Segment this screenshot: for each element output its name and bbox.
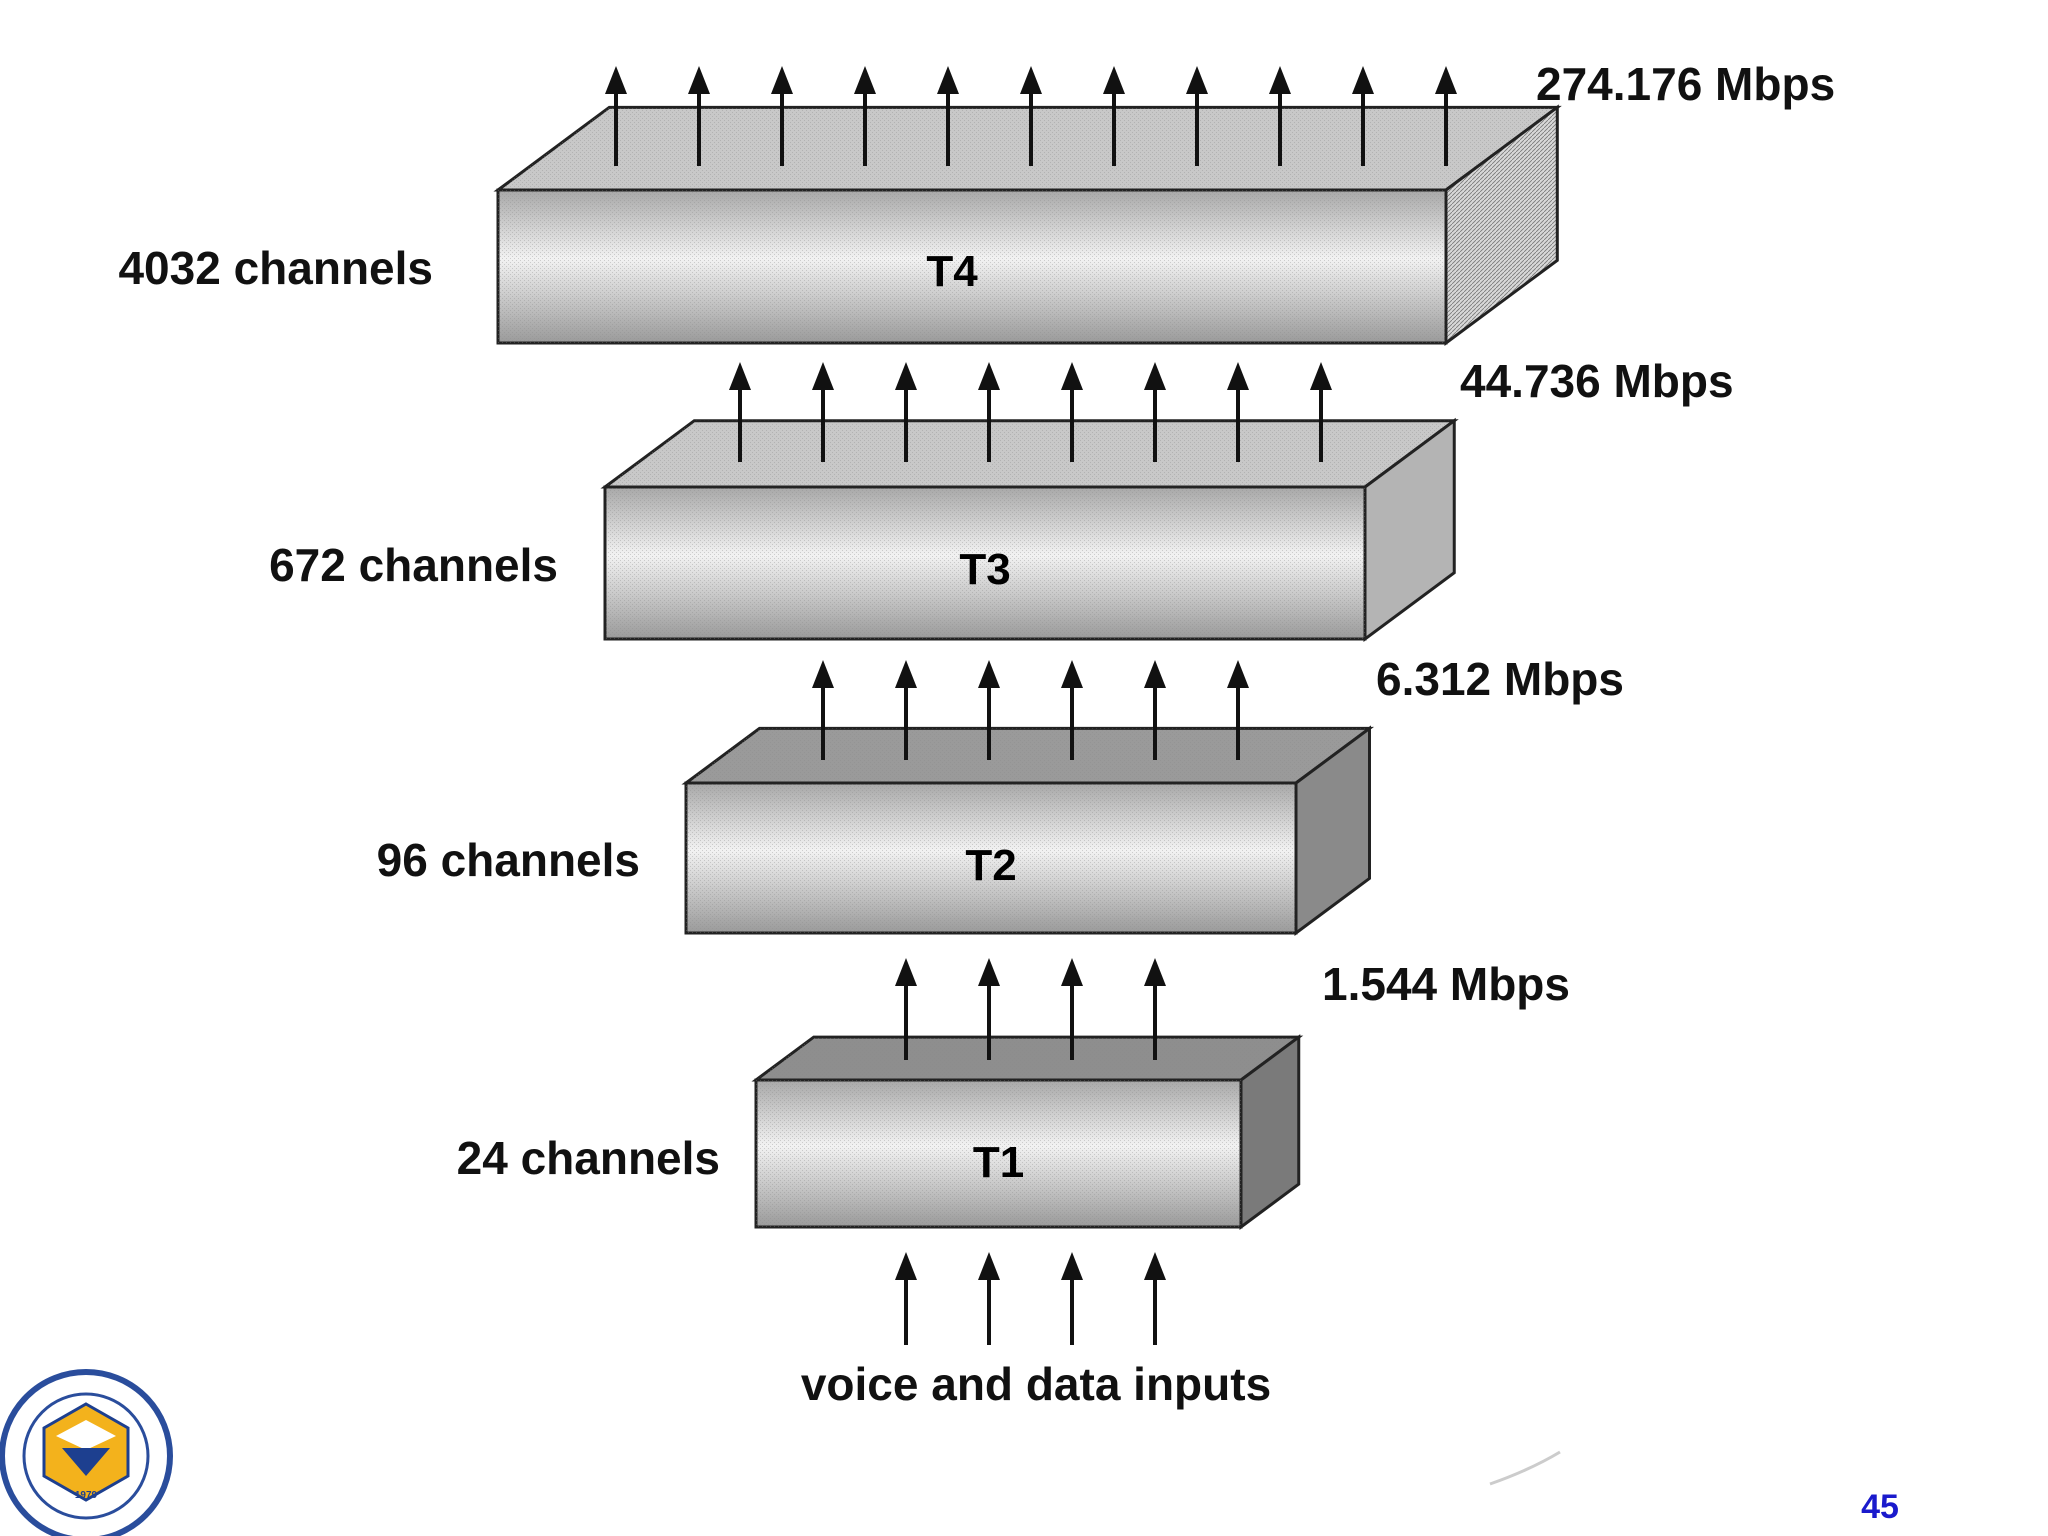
t4-output-arrow	[1020, 66, 1042, 166]
t1-output-arrow	[1144, 958, 1166, 1060]
page-number: 45	[1861, 1488, 1899, 1526]
levels-layer: T1 24 channels 1.544 Mbps T2 96 channels 6.31…	[118, 58, 1835, 1230]
level-t1: T1 24 channels 1.544 Mbps	[457, 958, 1570, 1230]
university-logo: 1979	[0, 1369, 173, 1536]
t4-output-arrow	[1435, 66, 1457, 166]
t2-rate-label: 6.312 Mbps	[1376, 653, 1624, 705]
t4-output-arrow	[605, 66, 627, 166]
t3-box	[600, 417, 1459, 642]
input-arrow	[895, 1252, 917, 1345]
inputs-layer: voice and data inputs	[801, 1252, 1271, 1410]
t2-output-arrow	[812, 660, 834, 760]
t2-output-arrow	[1144, 660, 1166, 760]
t1-channels-label: 24 channels	[457, 1132, 720, 1184]
t3-output-arrow	[1061, 362, 1083, 462]
t4-output-arrow	[1352, 66, 1374, 166]
decorative-swoosh	[1489, 1450, 1561, 1486]
t2-output-arrow	[1061, 660, 1083, 760]
t3-output-arrow	[1227, 362, 1249, 462]
t3-output-arrow	[1144, 362, 1166, 462]
t4-rate-label: 274.176 Mbps	[1536, 58, 1835, 110]
t1-box	[751, 1034, 1304, 1230]
t2-box-label: T2	[965, 841, 1016, 890]
t3-rate-label: 44.736 Mbps	[1460, 355, 1734, 407]
t4-output-arrows	[605, 66, 1457, 166]
t4-output-arrow	[771, 66, 793, 166]
t4-output-arrow	[854, 66, 876, 166]
level-t4: T4 4032 channels 274.176 Mbps	[118, 58, 1835, 346]
t4-output-arrow	[1186, 66, 1208, 166]
t3-output-arrow	[978, 362, 1000, 462]
t1-output-arrow	[1061, 958, 1083, 1060]
input-arrow	[978, 1252, 1000, 1345]
level-t3: T3 672 channels 44.736 Mbps	[269, 355, 1734, 642]
t4-output-arrow	[1269, 66, 1291, 166]
t4-output-arrow	[937, 66, 959, 166]
t4-box	[493, 104, 1562, 346]
level-t2: T2 96 channels 6.312 Mbps	[377, 653, 1624, 936]
t3-output-arrows	[729, 362, 1332, 462]
t2-output-arrows	[812, 660, 1249, 760]
t1-output-arrow	[895, 958, 917, 1060]
logo-year: 1979	[75, 1490, 98, 1501]
t4-box-label: T4	[926, 247, 978, 296]
input-arrow	[1061, 1252, 1083, 1345]
t4-channels-label: 4032 channels	[118, 242, 433, 294]
t2-channels-label: 96 channels	[377, 834, 640, 886]
t1-output-arrows	[895, 958, 1166, 1060]
footer-layer: 1979 45	[0, 1369, 1899, 1536]
input-arrow	[1144, 1252, 1166, 1345]
t1-output-arrow	[978, 958, 1000, 1060]
t3-output-arrow	[729, 362, 751, 462]
t3-channels-label: 672 channels	[269, 539, 558, 591]
t4-output-arrow	[688, 66, 710, 166]
t2-output-arrow	[1227, 660, 1249, 760]
t1-rate-label: 1.544 Mbps	[1322, 958, 1570, 1010]
input-arrows	[895, 1252, 1166, 1345]
t3-output-arrow	[1310, 362, 1332, 462]
t3-output-arrow	[895, 362, 917, 462]
t2-output-arrow	[978, 660, 1000, 760]
t3-box-label: T3	[959, 545, 1010, 594]
t2-box	[681, 725, 1375, 936]
t4-output-arrow	[1103, 66, 1125, 166]
t1-box-label: T1	[973, 1138, 1024, 1187]
inputs-label: voice and data inputs	[801, 1358, 1271, 1410]
t3-output-arrow	[812, 362, 834, 462]
t2-output-arrow	[895, 660, 917, 760]
